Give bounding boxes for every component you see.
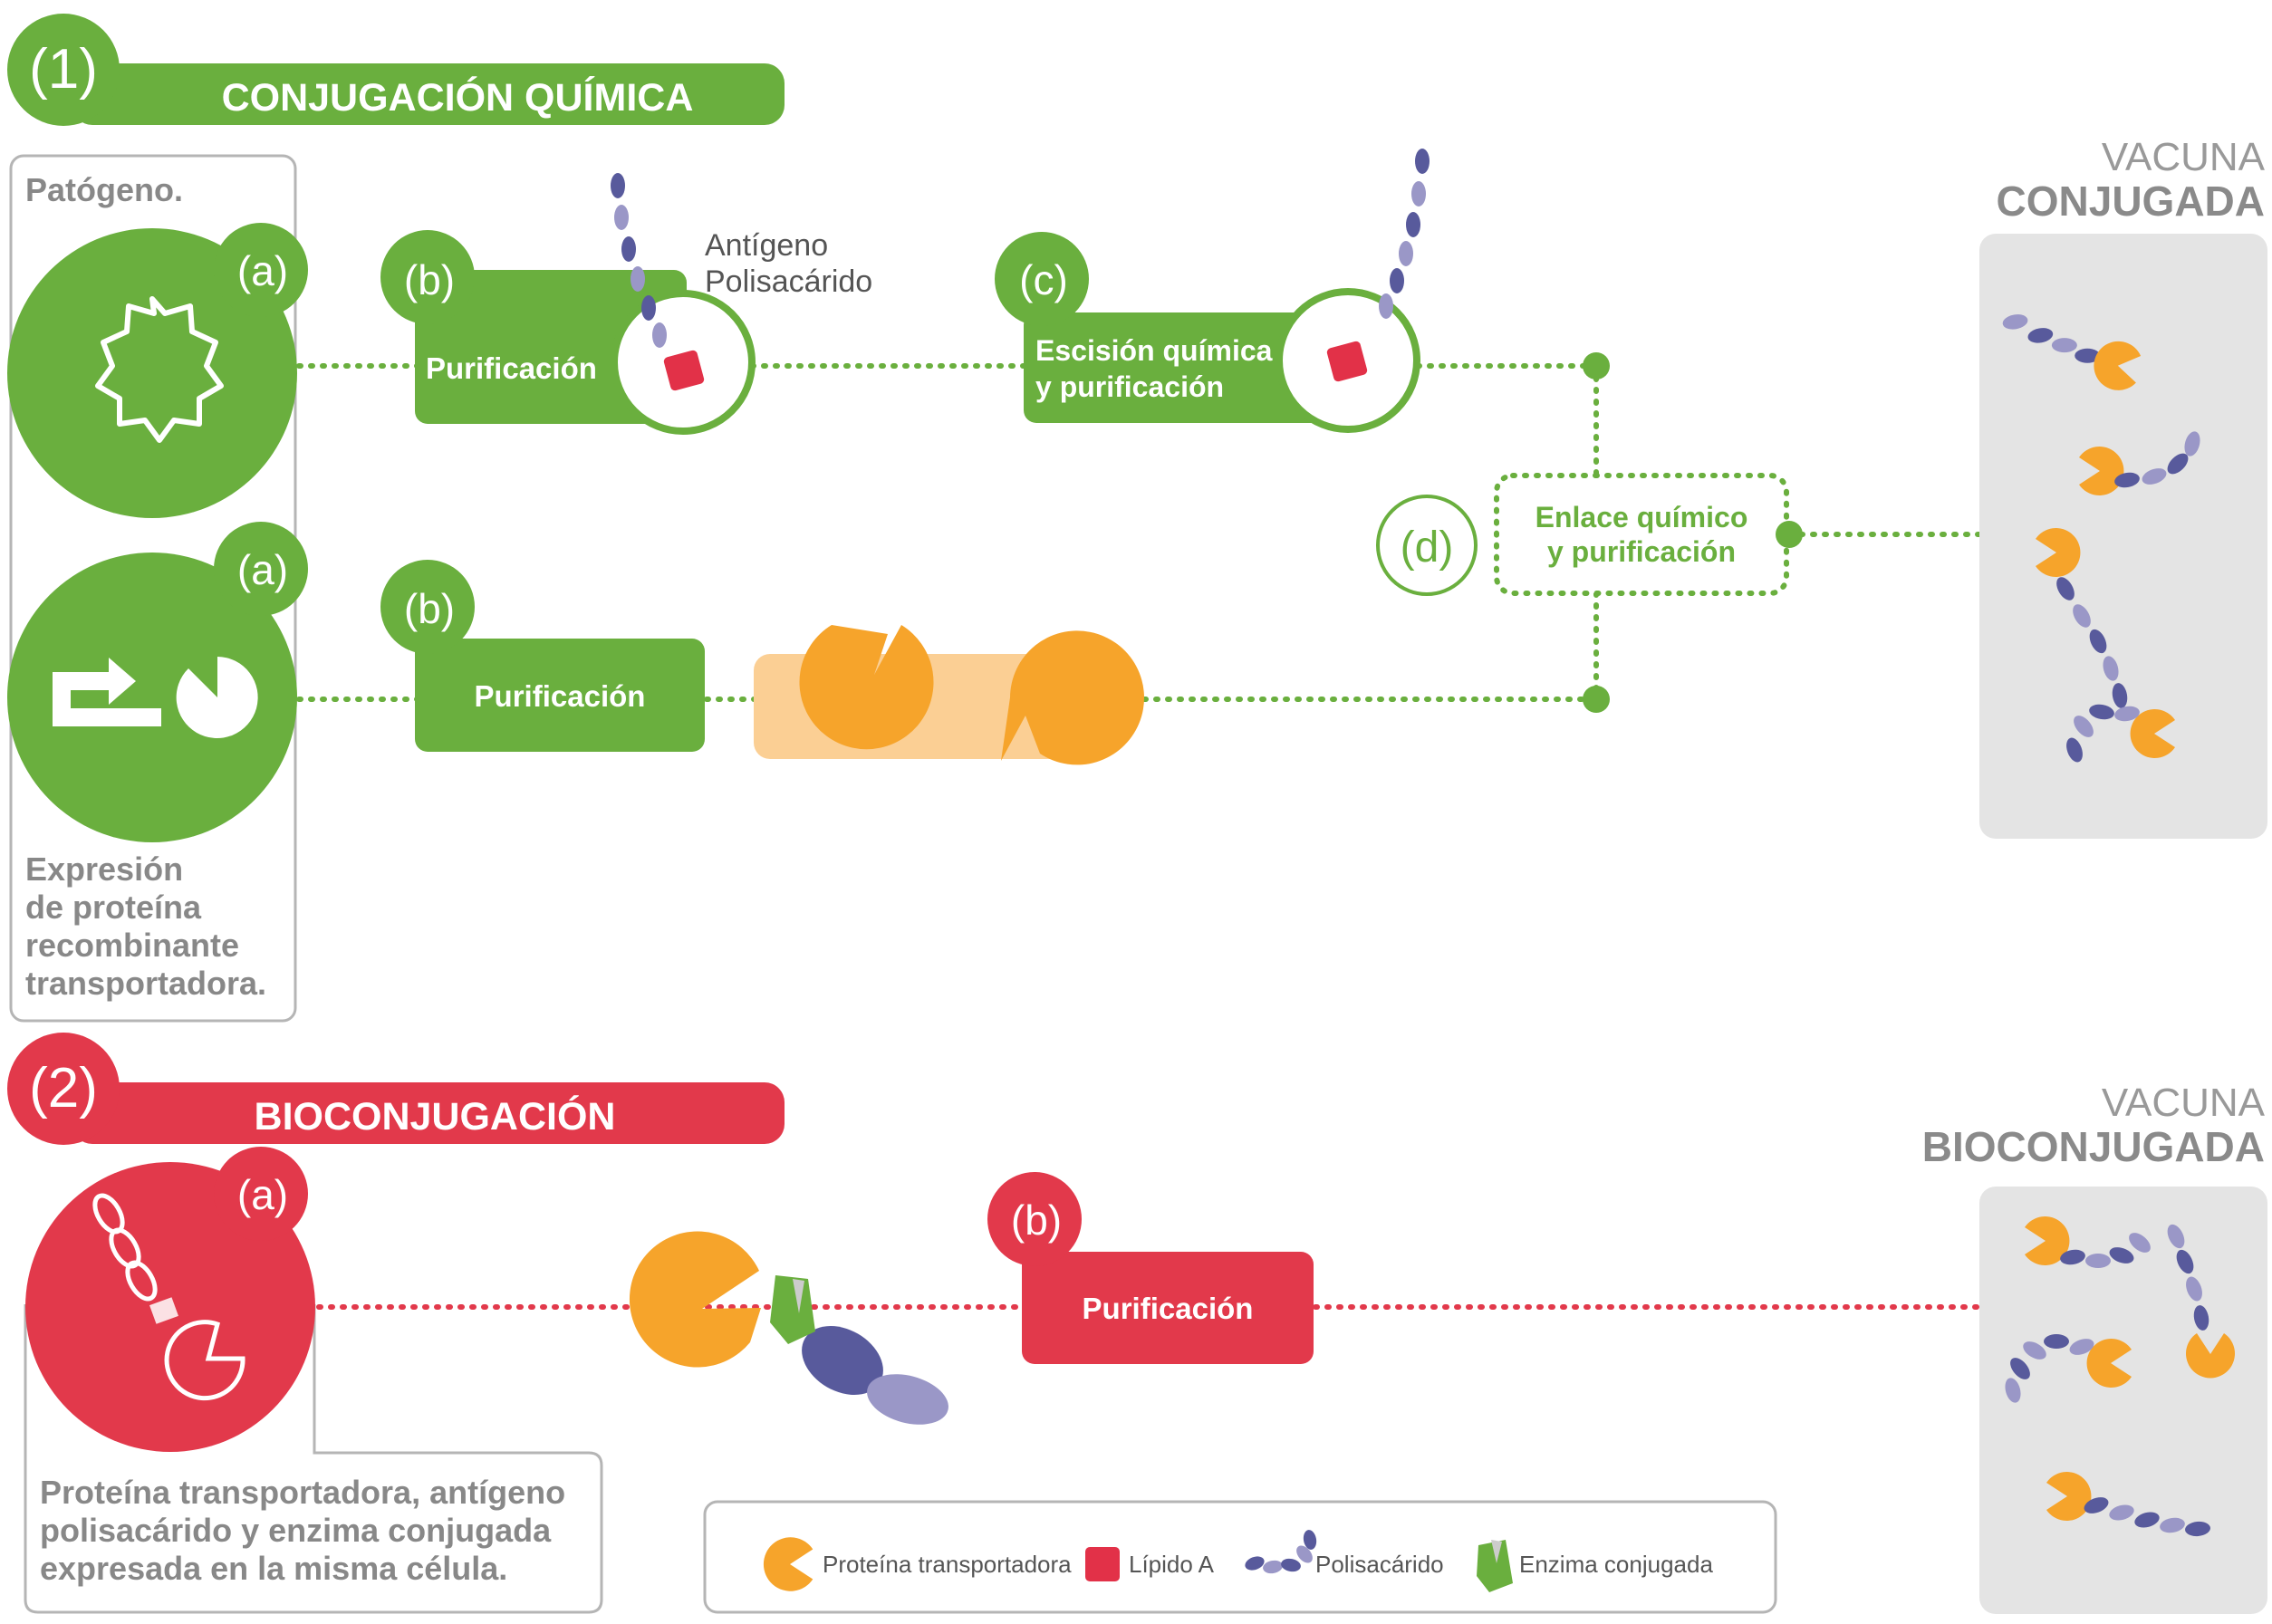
section2-title: BIOCONJUGACIÓN [255,1094,616,1139]
purification-top: (b) Purificación [380,230,756,435]
link-line1: Enlace químico [1536,501,1748,533]
section1-header: (1) CONJUGACIÓN QUÍMICA [7,14,785,126]
cleavage-line1: Escisión química [1035,334,1273,367]
cleaved-polysaccharide [1379,149,1430,319]
legend-enzyme-icon [1477,1540,1513,1592]
pathogen-circle: (a) [7,223,308,518]
cleavage-line2: y purificación [1035,370,1224,403]
vaccine1-line1: VACUNA [2102,135,2266,179]
bio-caption-line3: expresada en la misma célula. [40,1550,507,1587]
antigen-label-line2: Polisacárido [705,264,872,299]
bioconjugated-vaccine-panel [1979,1187,2267,1614]
junction-bottom [1583,686,1610,713]
protein-icon [176,657,258,738]
lipid-a-top [663,350,705,391]
section1-number: (1) [29,38,98,101]
junction-top [1583,352,1610,380]
expression-circle: (a) [7,522,308,842]
section1-title: CONJUGACIÓN QUÍMICA [222,75,694,120]
pathogen-label: Patógeno. [25,171,183,208]
section2-number: (2) [29,1057,98,1120]
pathogen-icon [95,296,224,443]
vaccine2-line1: VACUNA [2102,1081,2266,1125]
bio-complex [629,1231,948,1425]
expression-line4: transportadora. [25,965,266,1002]
step-d: (d) [1401,524,1454,572]
bio-purification-label: Purificación [1083,1292,1254,1325]
purification-bottom: (b) Purificación [380,560,705,752]
chemical-link-step: Enlace químico y purificación (d) [1376,473,1803,596]
legend-lipid-icon [1085,1547,1120,1581]
bio-cell-circle: (a) [25,1147,315,1452]
bio-caption-line1: Proteína transportadora, antígeno [40,1474,565,1511]
cleavage-step: (c) Escisión química y purificación [995,232,1420,433]
bio-step-b: (b) [1011,1196,1062,1244]
bio-step-a: (a) [237,1171,288,1218]
link-line2: y purificación [1547,535,1736,568]
antigen-label-line1: Antígeno [705,228,828,263]
legend: Proteína transportadora Lípido A Polisac… [703,1500,1777,1614]
purification-bottom-label: Purificación [475,679,646,713]
step-a-bottom: (a) [237,546,288,593]
antigen-polysaccharide [611,173,705,391]
gene-arrow-icon [53,658,161,726]
legend-carrier-protein: Proteína transportadora [823,1551,1072,1578]
legend-polysaccharide: Polisacárido [1315,1551,1444,1578]
step-c: (c) [1019,256,1068,303]
step-b-top: (b) [404,256,455,303]
expression-line3: recombinante [25,927,239,964]
purified-carrier-proteins [754,625,1144,765]
conjugated-vaccine-panel [1979,234,2267,839]
purification-top-label: Purificación [426,351,597,385]
bio-cell-frame [24,1304,603,1614]
lipid-a-cleaved [1326,341,1368,382]
legend-conjugating-enzyme: Enzima conjugada [1519,1551,1713,1578]
step-b-bottom: (b) [404,585,455,632]
vaccine1-line2: CONJUGADA [1997,178,2265,225]
legend-lipid-a: Lípido A [1129,1551,1215,1578]
top-flow-line [296,363,1987,702]
bio-purification: (b) Purificación [987,1172,1314,1364]
section2-header: (2) BIOCONJUGACIÓN [7,1033,785,1145]
vaccine2-line2: BIOCONJUGADA [1922,1123,2265,1170]
expression-line1: Expresión [25,850,183,888]
expression-line2: de proteína [25,889,202,926]
legend-polysaccharide-icon [1245,1530,1317,1574]
bio-caption-line2: polisacárido y enzima conjugada [40,1512,552,1549]
step-a-top: (a) [237,247,288,294]
